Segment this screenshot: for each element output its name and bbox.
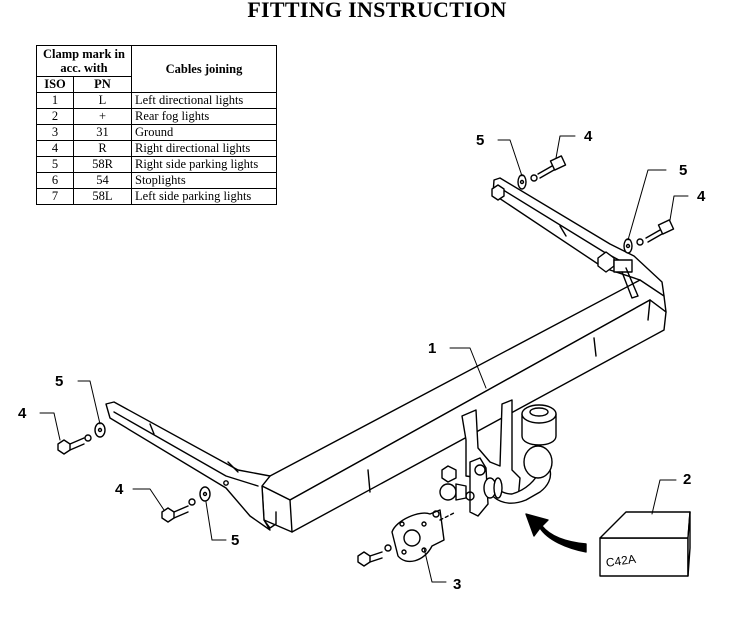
box-label: C42A xyxy=(605,552,637,570)
table-row: 2 + Rear fog lights xyxy=(36,108,277,125)
cell-pn: 58R xyxy=(73,156,132,173)
table-row: 4 R Right directional lights xyxy=(36,140,277,157)
cell-desc: Rear fog lights xyxy=(131,108,277,125)
cell-desc: Right side parking lights xyxy=(131,156,277,173)
callout-5-top-left: 5 xyxy=(476,132,484,149)
cell-desc: Left side parking lights xyxy=(131,188,277,205)
socket-bolt xyxy=(357,511,457,567)
callout-4-top: 4 xyxy=(584,128,593,145)
page-title: FITTING INSTRUCTION xyxy=(247,0,507,22)
bolt-top xyxy=(530,155,567,182)
ball-mount-bracket xyxy=(461,399,521,517)
callout-5-left: 5 xyxy=(55,373,63,390)
wiring-kit-box xyxy=(599,511,691,577)
cell-desc: Right directional lights xyxy=(131,140,277,157)
bolt-right xyxy=(636,219,675,246)
callout-1-crossbar: 1 xyxy=(428,340,436,357)
washer-left xyxy=(94,422,106,438)
mount-bolt xyxy=(439,465,467,501)
curved-arrow-icon xyxy=(525,513,587,553)
tow-ball xyxy=(483,404,557,504)
table-row: 6 54 Stoplights xyxy=(36,172,277,189)
callout-2-wiring-kit: 2 xyxy=(683,471,691,488)
bolt-lower xyxy=(161,498,196,523)
callout-3-socket-plate: 3 xyxy=(453,576,461,593)
header-clamp-mark: Clamp mark in acc. with xyxy=(36,45,132,77)
callout-4-right: 4 xyxy=(697,188,706,205)
header-pn: PN xyxy=(73,76,132,93)
table-subheader-row: ISO PN xyxy=(36,76,277,93)
callout-5-top-right: 5 xyxy=(679,162,687,179)
tow-bar-crossbar xyxy=(105,177,667,533)
bolt-left xyxy=(57,434,92,455)
table-row: 7 58L Left side parking lights xyxy=(36,188,277,205)
callout-4-lower: 4 xyxy=(115,481,124,498)
leader-lines xyxy=(39,135,689,583)
cell-iso: 7 xyxy=(36,188,74,205)
table-row: 5 58R Right side parking lights xyxy=(36,156,277,173)
washer-top-left xyxy=(517,174,527,190)
washer-lower xyxy=(199,486,211,502)
callout-4-left: 4 xyxy=(18,405,27,422)
callout-5-lower: 5 xyxy=(231,532,239,549)
wiring-table: Clamp mark in acc. with Cables joining I… xyxy=(36,45,277,205)
washer-top-right xyxy=(623,238,633,254)
socket-plate xyxy=(391,509,445,563)
